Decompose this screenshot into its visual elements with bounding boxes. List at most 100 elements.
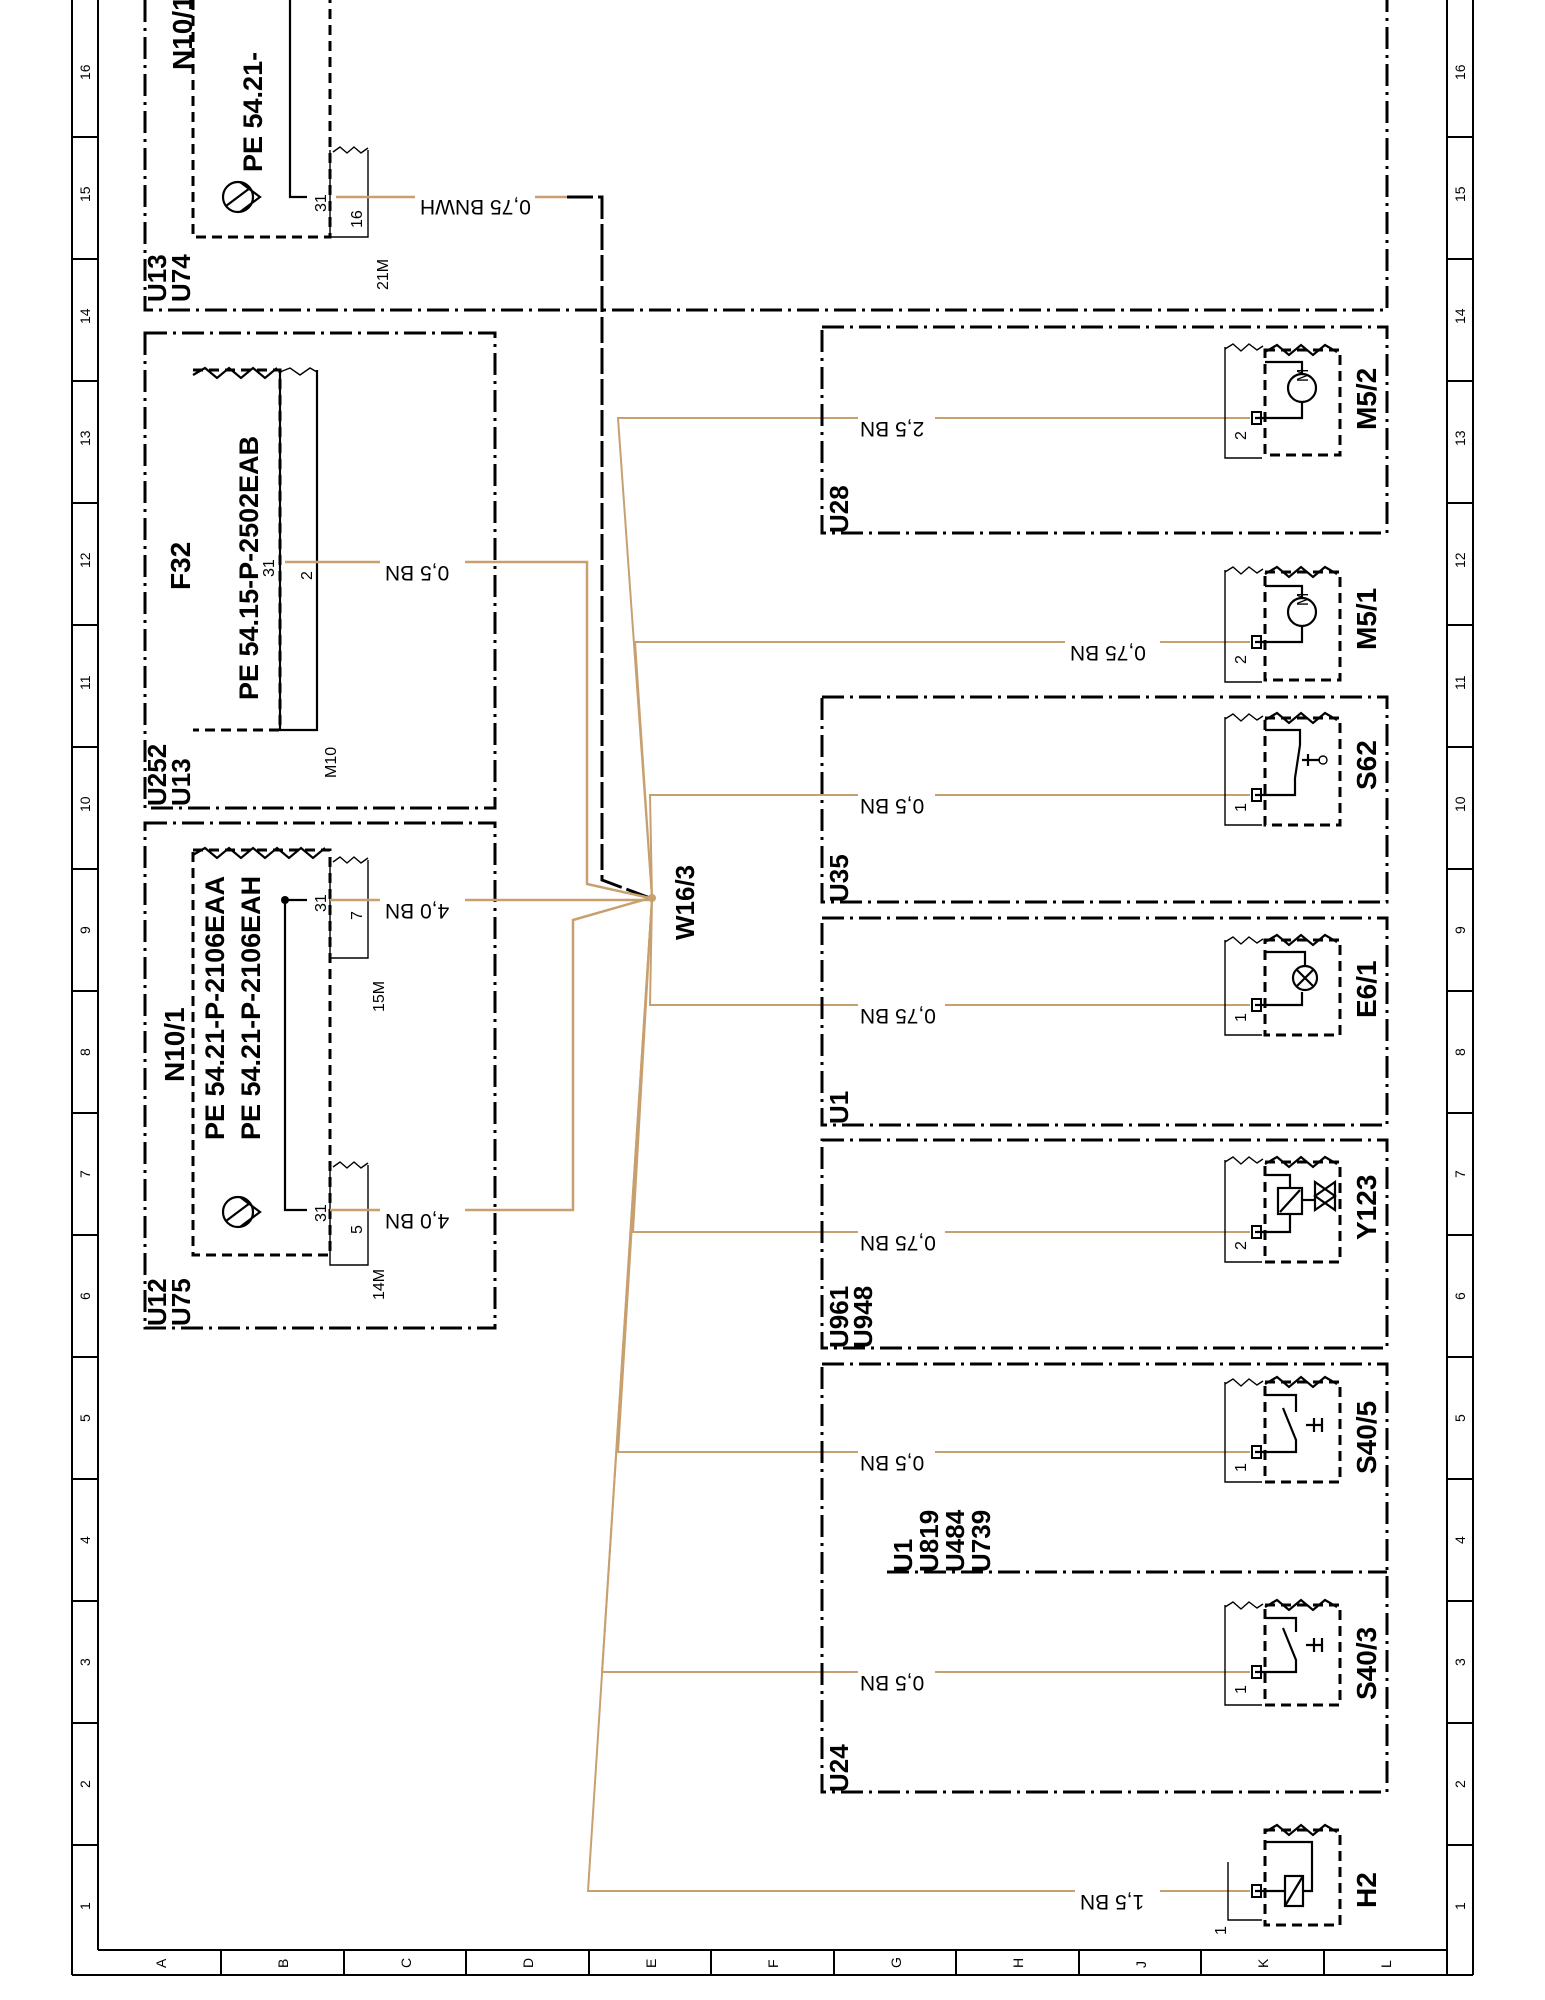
row-number: 4 bbox=[1452, 1536, 1468, 1544]
row-number: 16 bbox=[77, 64, 93, 80]
row-number: 5 bbox=[1452, 1414, 1468, 1422]
motor-symbol: M bbox=[1295, 369, 1312, 382]
module-n10-bottom: N10/1 PE 54.21-P-2106EAA PE 54.21-P-2106… bbox=[142, 821, 497, 1330]
row-number: 3 bbox=[1452, 1658, 1468, 1666]
wire-label: 0,75 BN bbox=[860, 1004, 936, 1027]
row-number: 2 bbox=[77, 1780, 93, 1788]
wire-label: 0,5 BN bbox=[860, 794, 924, 817]
component-h2: 1 H2 bbox=[1213, 1823, 1382, 1935]
group-label: U961 bbox=[824, 1286, 854, 1348]
module-name: N10/1 bbox=[167, 0, 198, 70]
row-number: 14 bbox=[1452, 308, 1468, 324]
group-label: U484 bbox=[940, 1509, 970, 1572]
module-code: U252 bbox=[142, 744, 172, 806]
column-letter: K bbox=[1255, 1958, 1271, 1968]
column-letter: L bbox=[1378, 1960, 1394, 1968]
wire-label: 4,0 BN bbox=[385, 1209, 449, 1232]
row-number: 12 bbox=[1452, 552, 1468, 568]
row-number: 4 bbox=[77, 1536, 93, 1544]
group-label: U948 bbox=[848, 1286, 878, 1348]
wire-label: 4,0 BN bbox=[385, 899, 449, 922]
wire-label: 0,75 BN bbox=[1070, 641, 1146, 664]
row-numbers-right: 1 2 3 4 5 6 7 8 9 10 11 12 13 14 15 16 bbox=[1452, 64, 1468, 1910]
connector-number: 16 bbox=[349, 210, 366, 228]
ground-point: M10 bbox=[323, 747, 340, 778]
pe-reference: PE 54.21-P-2106EAH bbox=[236, 876, 266, 1140]
column-letter: D bbox=[520, 1958, 536, 1968]
component-s40-3: 1 S40/3 bbox=[1224, 1598, 1382, 1707]
pin-number: 1 bbox=[1233, 803, 1250, 812]
group-label: U35 bbox=[824, 854, 854, 902]
pin-number: 1 bbox=[1213, 1926, 1230, 1935]
wires-left bbox=[285, 195, 651, 1212]
column-letter: C bbox=[398, 1958, 414, 1968]
column-letter: J bbox=[1133, 1961, 1149, 1968]
splice-label: W16/3 bbox=[670, 865, 700, 940]
component-y123: 2 Y123 bbox=[1224, 1155, 1382, 1264]
pe-reference: PE 54.21-P-2106EAA bbox=[200, 876, 230, 1140]
component-s40-5: 1 S40/5 bbox=[1224, 1375, 1382, 1484]
group-label: U739 bbox=[966, 1510, 996, 1572]
pin-number: 31 bbox=[261, 559, 278, 577]
row-number: 13 bbox=[77, 430, 93, 446]
ground-point: 14M bbox=[371, 1269, 388, 1300]
row-number: 10 bbox=[1452, 796, 1468, 812]
column-letter: G bbox=[888, 1957, 904, 1968]
pin-number: 31 bbox=[313, 1204, 330, 1222]
module-n10-top: PE 54.21- N10/1 U13 U74 31 16 21M bbox=[142, 0, 1389, 312]
row-number: 2 bbox=[1452, 1780, 1468, 1788]
row-number: 9 bbox=[1452, 926, 1468, 934]
row-number: 16 bbox=[1452, 64, 1468, 80]
component-m5-1: M 2 M5/1 bbox=[1224, 565, 1382, 683]
row-number: 13 bbox=[1452, 430, 1468, 446]
column-letter: E bbox=[643, 1959, 659, 1968]
pin-number: 31 bbox=[313, 194, 330, 212]
pe-reference: PE 54.15-P-2502EAB bbox=[234, 436, 264, 700]
row-number: 7 bbox=[1452, 1170, 1468, 1178]
module-name: N10/1 bbox=[159, 1007, 190, 1082]
row-number: 7 bbox=[77, 1170, 93, 1178]
component-label: E6/1 bbox=[1351, 960, 1382, 1018]
motor-symbol: M bbox=[1295, 593, 1312, 606]
ground-point: 15M bbox=[371, 981, 388, 1012]
pin-number: 2 bbox=[1233, 431, 1250, 440]
column-letters: A B C D E F G H J K L bbox=[153, 1957, 1394, 1968]
wire-labels-left: 0,75 BNWH 0,5 BN 4,0 BN 4,0 BN bbox=[385, 195, 531, 1232]
ground-point: 21M bbox=[375, 259, 392, 290]
group-boxes: U28 U35 U1 U961 U948 U24 U1 U819 U484 U7… bbox=[820, 325, 1389, 1794]
wire-label: 0,75 BN bbox=[860, 1231, 936, 1254]
wire-label: 2,5 BN bbox=[860, 417, 924, 440]
splice-w16-3: W16/3 bbox=[648, 865, 700, 940]
row-number: 8 bbox=[77, 1048, 93, 1056]
row-number: 6 bbox=[77, 1292, 93, 1300]
column-letter: F bbox=[765, 1959, 781, 1968]
group-label: U819 bbox=[914, 1510, 944, 1572]
row-numbers-left: 1 2 3 4 5 6 7 8 9 10 11 12 13 14 15 16 bbox=[77, 64, 93, 1910]
row-number: 15 bbox=[77, 186, 93, 202]
wire-labels-right: 2,5 BN 0,75 BN 0,5 BN 0,75 BN 0,75 BN 0,… bbox=[860, 417, 1146, 1913]
pe-reference: PE 54.21- bbox=[238, 52, 268, 172]
connector-number: 7 bbox=[349, 911, 366, 920]
component-m5-2: M 2 M5/2 bbox=[1224, 343, 1382, 459]
component-label: M5/1 bbox=[1351, 588, 1382, 650]
module-code: U13 bbox=[166, 758, 196, 806]
wire-label: 0,75 BNWH bbox=[420, 195, 531, 218]
row-number: 10 bbox=[77, 796, 93, 812]
column-letter: H bbox=[1010, 1958, 1026, 1968]
row-number: 9 bbox=[77, 926, 93, 934]
row-number: 1 bbox=[77, 1902, 93, 1910]
row-number: 1 bbox=[1452, 1902, 1468, 1910]
column-letter: A bbox=[153, 1958, 169, 1968]
row-number: 15 bbox=[1452, 186, 1468, 202]
drawing-frame bbox=[71, 0, 1474, 1976]
module-f32: F32 PE 54.15-P-2502EAB U252 U13 31 2 M10 bbox=[142, 331, 497, 810]
component-label: Y123 bbox=[1351, 1175, 1382, 1240]
pin-number: 1 bbox=[1233, 1463, 1250, 1472]
row-number: 5 bbox=[77, 1414, 93, 1422]
row-number: 12 bbox=[77, 552, 93, 568]
group-label: U1 bbox=[888, 1539, 918, 1572]
group-label: U24 bbox=[824, 1744, 854, 1792]
module-code: U13 bbox=[142, 254, 172, 302]
component-label: S40/5 bbox=[1351, 1401, 1382, 1474]
